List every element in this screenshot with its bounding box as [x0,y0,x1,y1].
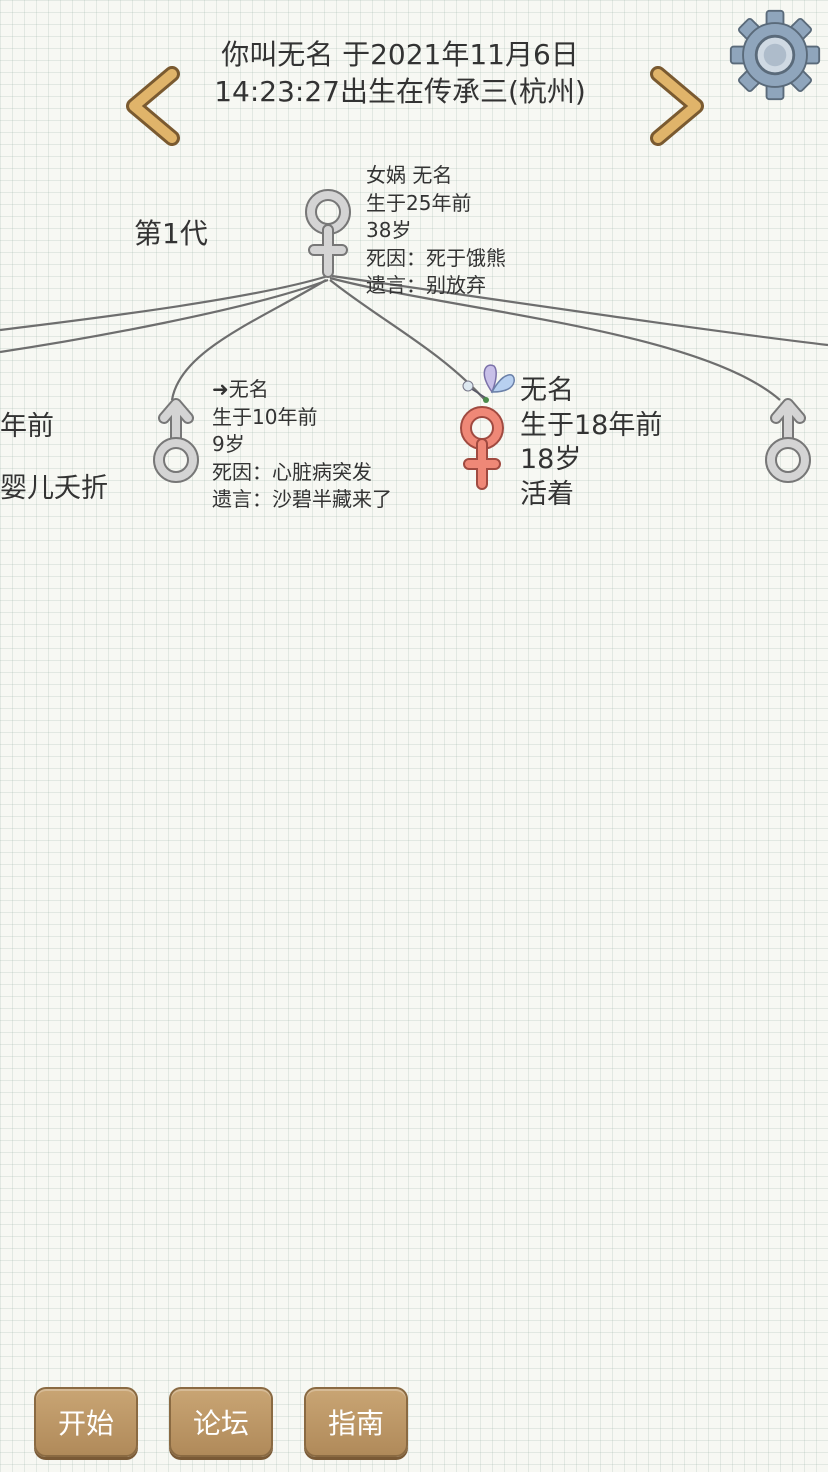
generation-label: 第1代 [134,217,208,250]
child-0-birth: 年前 [0,411,54,442]
child-1-birth: 生于10年前 [212,404,318,429]
child-2-age: 18岁 [520,444,582,475]
child-1-last-words: 遗言：沙碧半藏来了 [212,487,392,511]
root-name: 女娲 无名 [366,163,453,187]
forum-button[interactable]: 论坛 [169,1387,273,1457]
root-age: 38岁 [366,218,412,242]
birth-info-line2: 14:23:27出生在传承三(杭州) [214,75,586,108]
male-symbol-icon[interactable] [148,398,204,488]
child-2-status: 活着 [520,478,574,510]
child-1-death-cause: 死因：心脏病突发 [212,459,372,484]
root-birth: 生于25年前 [366,190,472,215]
female-symbol-icon[interactable] [300,186,356,278]
child-2-birth: 生于18年前 [520,409,663,441]
child-1-age: 9岁 [212,432,245,456]
butterfly-icon [458,362,518,406]
female-current-symbol-icon[interactable] [454,398,510,490]
child-0-death-cause: 婴儿夭折 [0,472,108,504]
child-info-2: 无名 生于18年前 18岁 活着 [520,374,662,512]
child-1-name: ➜无名 [212,377,269,401]
root-death-cause: 死因：死于饿熊 [366,245,506,270]
family-tree-lines [0,274,828,401]
gear-icon[interactable] [728,8,822,102]
birth-info: 你叫无名 于2021年11月6日 14:23:27出生在传承三(杭州) [100,36,700,110]
start-button[interactable]: 开始 [34,1387,138,1457]
child-info-1: ➜无名 生于10年前 9岁 死因：心脏病突发 遗言：沙碧半藏来了 [212,376,392,514]
child-2-name: 无名 [520,375,574,406]
child-0-line-blank [0,445,108,472]
birth-info-line1: 你叫无名 于2021年11月6日 [221,38,579,71]
guide-button[interactable]: 指南 [304,1387,408,1457]
male-symbol-icon[interactable] [760,398,816,488]
root-person-info: 女娲 无名 生于25年前 38岁 死因：死于饿熊 遗言：别放弃 [366,162,506,300]
root-last-words: 遗言：别放弃 [366,273,486,297]
child-info-0: 年前 婴儿夭折 [0,410,108,506]
chevron-left-icon[interactable] [120,66,190,146]
chevron-right-icon[interactable] [640,66,710,146]
